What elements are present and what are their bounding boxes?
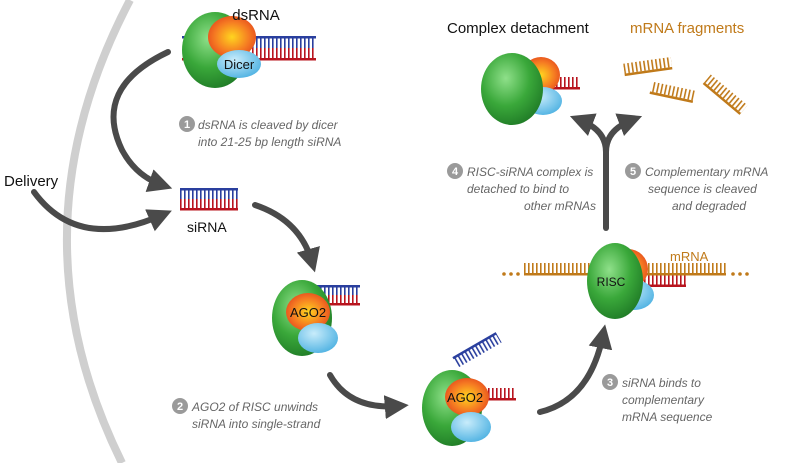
step-2-number: 2 bbox=[177, 401, 183, 413]
step-2-line-2: siRNA into single-strand bbox=[192, 417, 321, 431]
ago2-complex-loading: AGO2 bbox=[272, 280, 338, 356]
step-3-badge bbox=[602, 374, 618, 390]
mrna-label: mRNA bbox=[670, 249, 709, 264]
mrna-fragment-3 bbox=[702, 74, 748, 115]
arrow-to-risc bbox=[537, 324, 613, 415]
ago2-complex-unwound: AGO2 bbox=[422, 370, 491, 446]
mrna-fragment-2 bbox=[649, 81, 696, 103]
step-5-line-2: sequence is cleaved bbox=[648, 182, 757, 196]
detached-risc-complex bbox=[481, 53, 562, 125]
step-2-line-1: AGO2 of RISC unwinds bbox=[191, 400, 318, 414]
detached-guide-strand bbox=[548, 77, 580, 90]
dicer-label: Dicer bbox=[224, 57, 255, 72]
step-4-number: 4 bbox=[452, 166, 459, 178]
step-4-line-3: other mRNAs bbox=[524, 199, 596, 213]
cell-membrane bbox=[62, 0, 134, 463]
step-3-line-3: mRNA sequence bbox=[622, 410, 713, 424]
ago2-label-1: AGO2 bbox=[290, 305, 326, 320]
arrow-branch-left bbox=[569, 113, 609, 155]
mrna-fragment-1 bbox=[623, 57, 673, 77]
step-3: 3 siRNA binds to complementary mRNA sequ… bbox=[602, 374, 713, 424]
step-3-number: 3 bbox=[607, 377, 613, 389]
sirna-on-ago2 bbox=[300, 285, 360, 306]
dicer-enzyme: Dicer bbox=[182, 12, 261, 88]
step-5-number: 5 bbox=[630, 166, 636, 178]
complex-detachment-title: Complex detachment bbox=[447, 20, 590, 37]
step-5: 5 Complementary mRNA sequence is cleaved… bbox=[625, 163, 768, 213]
arrow-ago2-unwinding bbox=[327, 372, 409, 420]
step-1: 1 dsRNA is cleaved by dicer into 21-25 b… bbox=[179, 116, 341, 149]
step-5-line-3: and degraded bbox=[672, 199, 746, 213]
step-4: 4 RISC-siRNA complex is detached to bind… bbox=[447, 163, 596, 213]
passenger-strand bbox=[452, 332, 502, 368]
arrow-delivery bbox=[31, 189, 172, 233]
delivery-label: Delivery bbox=[4, 173, 59, 190]
dsrna-label: dsRNA bbox=[232, 7, 280, 24]
step-1-badge bbox=[179, 116, 195, 132]
mrna-fragments-title: mRNA fragments bbox=[630, 20, 744, 37]
arrow-sirna-to-ago2 bbox=[252, 202, 320, 273]
sirna-duplex bbox=[180, 188, 238, 211]
step-4-line-2: detached to bind to bbox=[467, 182, 569, 196]
step-3-line-1: siRNA binds to bbox=[622, 376, 701, 390]
bound-guide-strand bbox=[630, 275, 686, 287]
step-5-badge bbox=[625, 163, 641, 179]
arrow-dicer-to-sirna bbox=[110, 49, 173, 193]
arrow-branch-right bbox=[603, 113, 643, 155]
step-4-badge bbox=[447, 163, 463, 179]
guide-strand bbox=[480, 388, 516, 401]
step-1-line-2: into 21-25 bp length siRNA bbox=[198, 135, 341, 149]
step-1-line-1: dsRNA is cleaved by dicer bbox=[198, 118, 339, 132]
risc-label: RISC bbox=[597, 275, 626, 289]
step-2: 2 AGO2 of RISC unwinds siRNA into single… bbox=[172, 398, 321, 431]
step-4-line-1: RISC-siRNA complex is bbox=[467, 165, 593, 179]
step-2-badge bbox=[172, 398, 188, 414]
ago2-label-2: AGO2 bbox=[447, 390, 483, 405]
risc-complex: RISC bbox=[587, 243, 654, 319]
step-1-number: 1 bbox=[184, 119, 190, 131]
step-5-line-1: Complementary mRNA bbox=[645, 165, 768, 179]
step-3-line-2: complementary bbox=[622, 393, 705, 407]
sirna-label: siRNA bbox=[187, 219, 227, 235]
